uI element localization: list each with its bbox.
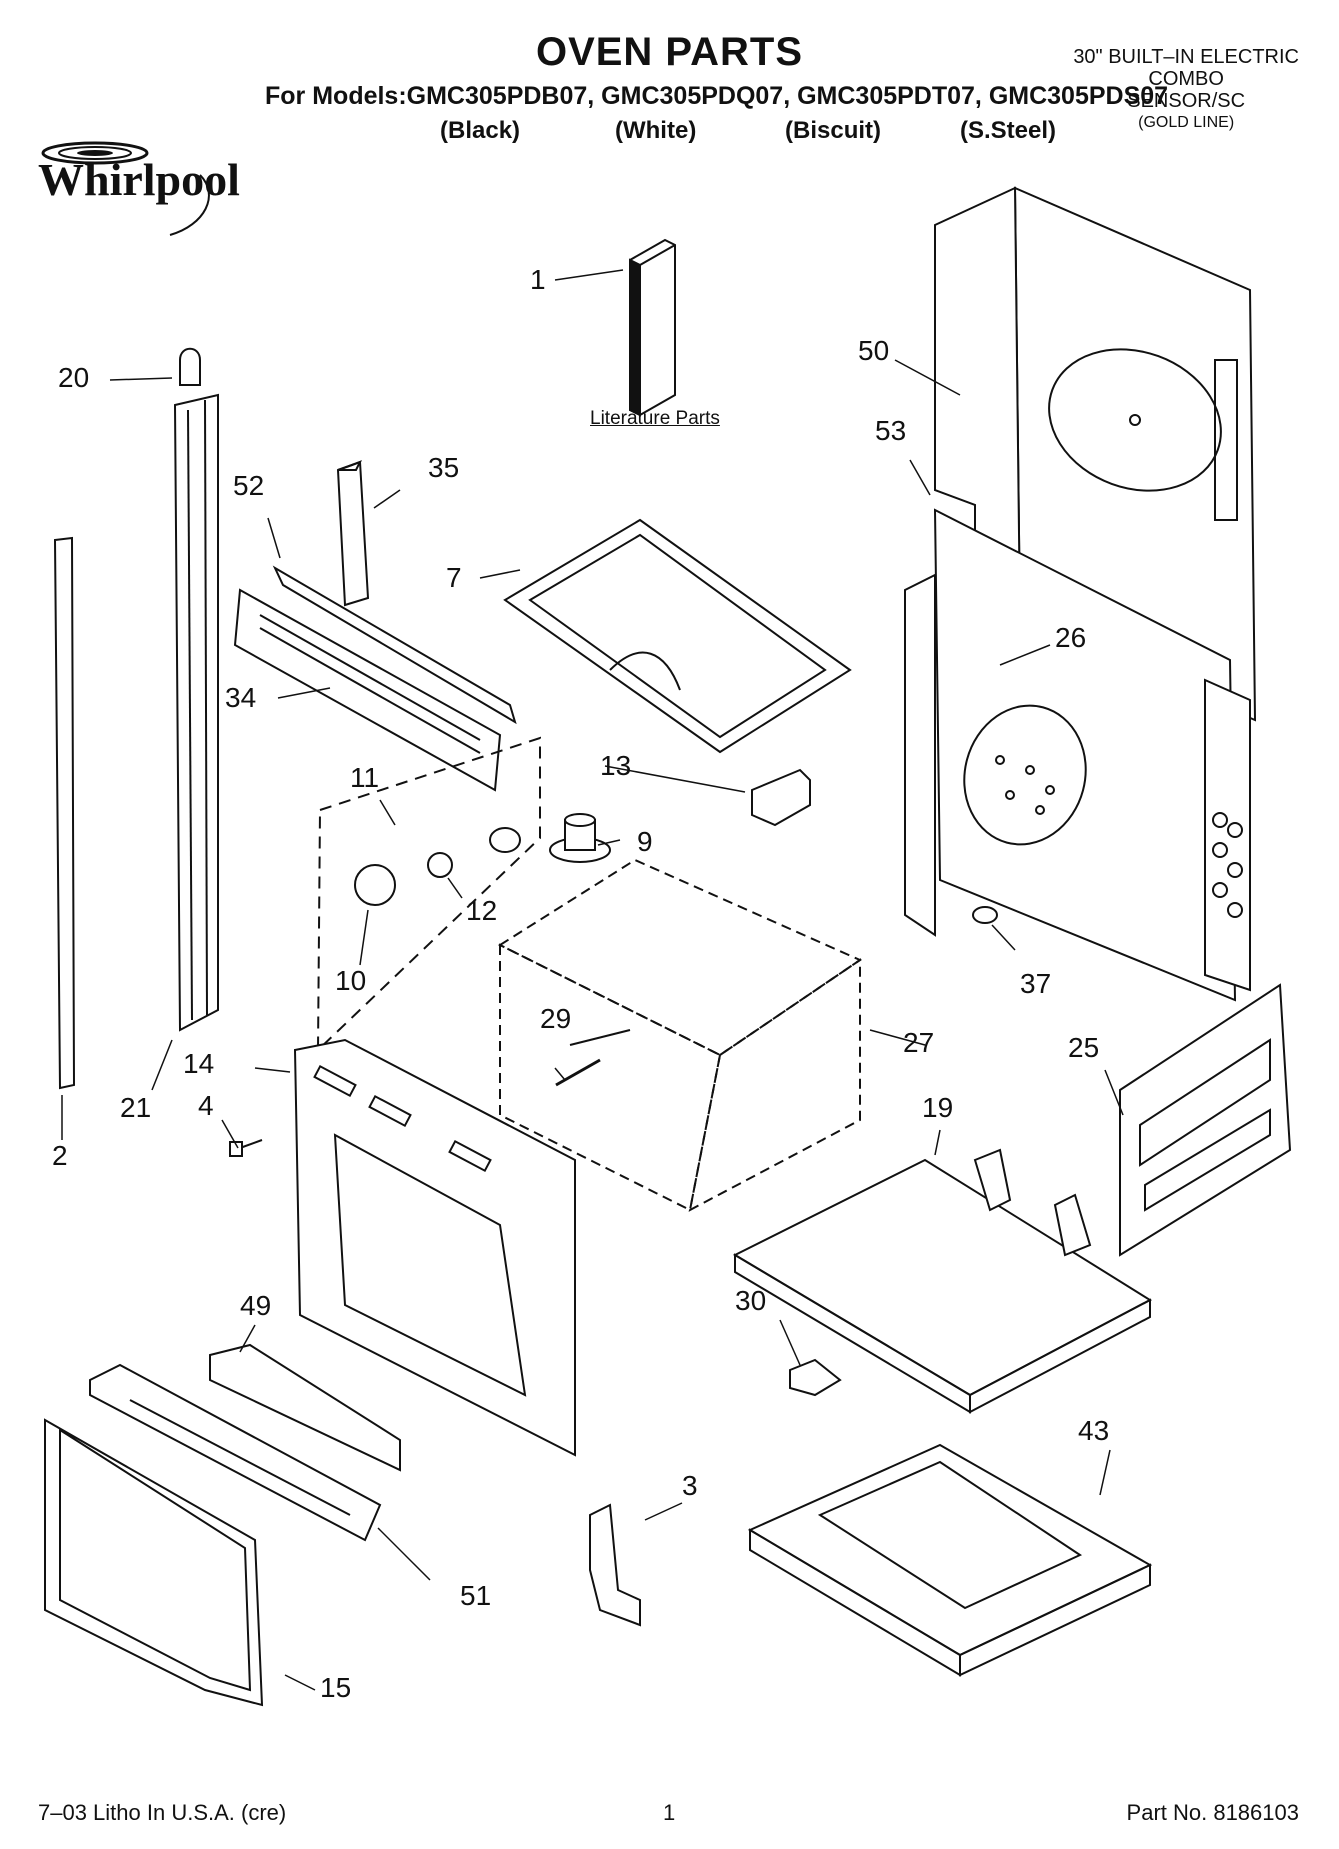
callout-2: 2	[52, 1140, 68, 1171]
callout-1: 1	[530, 264, 546, 295]
page-title: OVEN PARTS	[535, 30, 804, 74]
callout-7: 7	[446, 562, 462, 593]
callout-9: 9	[637, 826, 653, 857]
vent-duct-shape	[336, 460, 370, 607]
callout-10: 10	[335, 965, 367, 996]
door-window-frame-shape	[503, 518, 852, 754]
model-numbers: For Models:GMC305PDB07, GMC305PDQ07, GMC…	[265, 82, 1169, 110]
callout-37: 37	[1020, 968, 1052, 999]
mount-bracket-shape	[589, 1503, 641, 1627]
leader-lines	[61, 269, 1124, 1691]
lower-vent-trim-shape	[89, 1363, 382, 1542]
callout-4: 4	[198, 1090, 214, 1121]
control-panel-vent-shape	[233, 565, 517, 792]
callout-35: 35	[428, 452, 460, 483]
callout-20: 20	[58, 362, 90, 393]
litho-info: 7–03 Litho In U.S.A. (cre)	[38, 1800, 287, 1825]
whirlpool-logo: Whirlpool	[30, 135, 270, 245]
callout-43: 43	[1078, 1415, 1110, 1446]
side-trim-shape	[173, 393, 219, 1032]
switch-shape	[489, 827, 521, 853]
knob-large-shape	[354, 864, 396, 906]
thin-trim-shape	[53, 536, 76, 1090]
callout-3: 3	[682, 1470, 698, 1501]
front-frame-shape	[293, 1038, 576, 1457]
door-gasket-shape	[44, 1418, 264, 1707]
callout-13: 13	[600, 750, 632, 781]
latch-bracket-shape	[751, 768, 811, 827]
product-line-2: COMBO	[1148, 68, 1224, 90]
heating-element-lead	[555, 1058, 601, 1087]
logo-wordmark: Whirlpool	[38, 154, 240, 205]
knob-small-shape	[427, 852, 453, 878]
product-type: 30" BUILT–IN ELECTRIC COMBO SENSOR/SC (G…	[1073, 46, 1299, 134]
callout-15: 15	[320, 1672, 352, 1703]
product-line-1: 30" BUILT–IN ELECTRIC	[1073, 46, 1299, 68]
callout-52: 52	[233, 470, 265, 501]
literature-book-shape	[629, 238, 676, 417]
thermostat-shape	[972, 906, 998, 924]
callout-21: 21	[120, 1092, 152, 1123]
logo-swirl-icon	[41, 141, 210, 236]
page-number: 1	[663, 1800, 676, 1825]
oven-cavity-shape	[497, 858, 863, 1212]
callout-12: 12	[466, 895, 498, 926]
product-line-3: SENSOR/SC	[1127, 90, 1246, 112]
variant-biscuit: (Biscuit)	[785, 117, 881, 144]
temperature-sensor-shape	[549, 813, 611, 863]
trim-cap-shape	[179, 347, 201, 386]
callout-29: 29	[540, 1003, 572, 1034]
callout-53: 53	[875, 415, 907, 446]
callout-27: 27	[903, 1027, 935, 1058]
callout-25: 25	[1068, 1032, 1100, 1063]
kit-dashed-outline	[316, 736, 541, 1053]
product-line-4: (GOLD LINE)	[1138, 114, 1235, 131]
variant-white: (White)	[615, 117, 697, 144]
bottom-shield-shape	[732, 1148, 1153, 1414]
small-bracket-shape	[789, 1358, 842, 1397]
callout-14: 14	[183, 1048, 215, 1079]
screw-shape	[229, 1139, 263, 1157]
callout-11: 11	[350, 762, 380, 793]
part-number: Part No. 8186103	[1126, 1800, 1299, 1825]
variant-black: (Black)	[440, 117, 521, 144]
callout-26: 26	[1055, 622, 1087, 653]
bottom-tray-shape	[747, 1443, 1153, 1677]
callout-49: 49	[240, 1290, 272, 1321]
callout-34: 34	[225, 682, 257, 713]
side-panel-shape	[1119, 983, 1292, 1257]
callout-50: 50	[858, 335, 890, 366]
callout-51: 51	[460, 1580, 492, 1611]
variant-steel: (S.Steel)	[960, 117, 1057, 144]
callout-19: 19	[922, 1092, 954, 1123]
literature-parts-label: Literature Parts	[590, 408, 720, 429]
rear-wall-shape	[904, 508, 1251, 1002]
callout-30: 30	[735, 1285, 767, 1316]
